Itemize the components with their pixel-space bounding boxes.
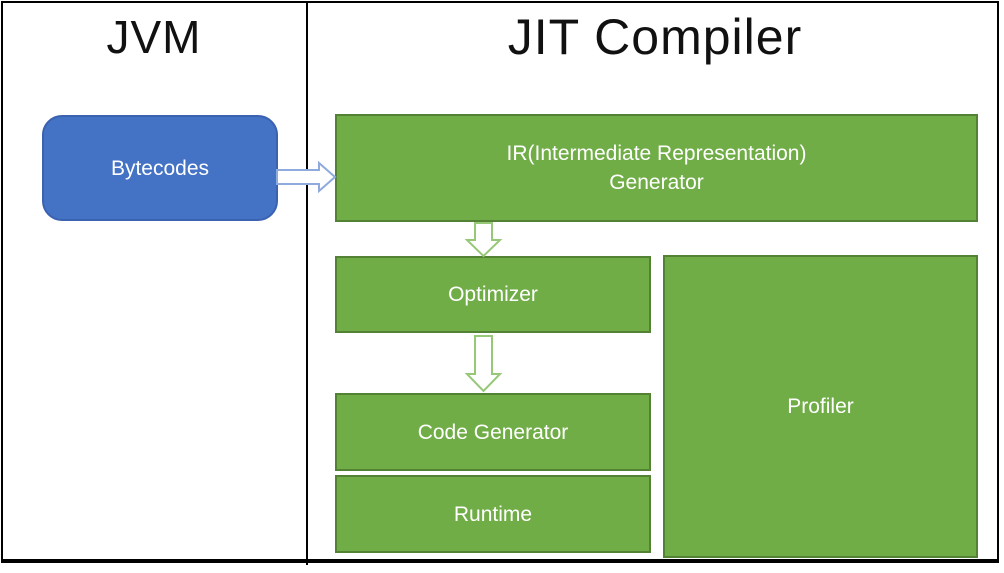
optimizer-node: Optimizer [335, 256, 651, 333]
optimizer-label: Optimizer [448, 283, 538, 306]
profiler-node: Profiler [663, 255, 978, 558]
ir-generator-label-line2: Generator [609, 171, 704, 194]
profiler-label: Profiler [787, 395, 854, 418]
jit-compiler-panel-title: JIT Compiler [507, 9, 803, 65]
arrow-optimizer-to-codegen-icon [464, 335, 503, 393]
jvm-panel-title: JVM [106, 11, 202, 63]
bytecodes-node: Bytecodes [42, 115, 278, 221]
code-generator-node: Code Generator [335, 393, 651, 471]
runtime-label: Runtime [453, 502, 533, 526]
arrow-ir-to-optimizer-icon [464, 222, 503, 258]
outer-frame [1, 1, 999, 563]
runtime-node: Runtime [335, 475, 651, 553]
panel-divider [306, 3, 308, 565]
ir-generator-label-line1: IR(Intermediate Representation) [506, 142, 807, 165]
bytecodes-label: Bytecodes [110, 156, 210, 180]
code-generator-label: Code Generator [417, 420, 569, 444]
ir-generator-node: IR(Intermediate Representation) Generato… [335, 114, 978, 222]
arrow-bytecodes-to-ir-icon [276, 160, 337, 194]
ir-generator-label: IR(Intermediate Representation) Generato… [507, 139, 807, 197]
